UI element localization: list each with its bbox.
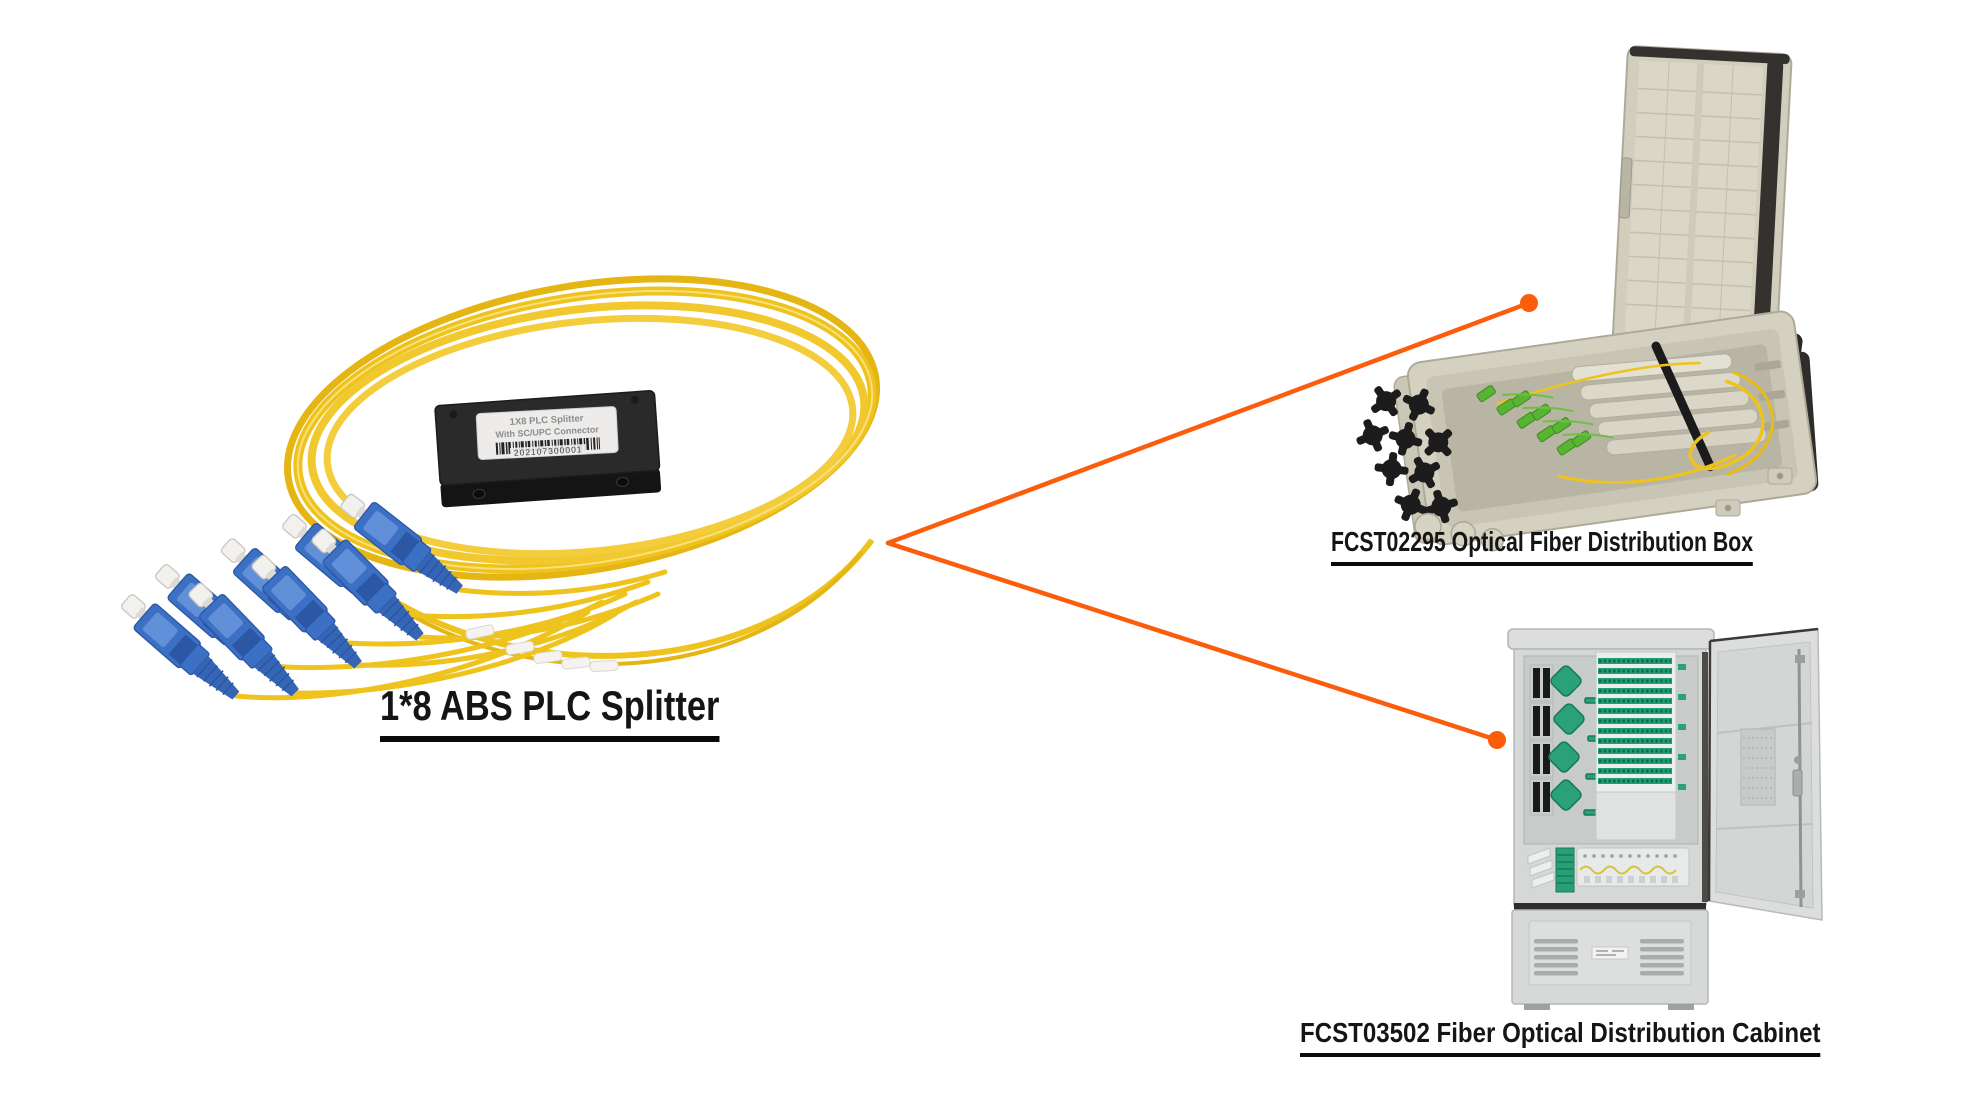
cabinet-bottom-compartment: [1511, 909, 1709, 1010]
door-mesh: [1740, 728, 1776, 806]
splitter-box-serial: 202107300001: [514, 444, 583, 458]
door-hinge-gap: [1702, 652, 1708, 902]
callout-dot-distribution-box: [1520, 294, 1538, 312]
splitter-box-label: 1X8 PLC Splitter With SC/UPC Connector 2…: [475, 406, 619, 460]
heat-shrink-sleeves: [465, 624, 619, 673]
splitter-caption: 1*8 ABS PLC Splitter: [380, 683, 720, 743]
callout-dot-cabinet: [1488, 731, 1506, 749]
apc-connectors: [1476, 385, 1592, 456]
cabinet-caption: FCST03502 Fiber Optical Distribution Cab…: [1300, 1018, 1821, 1058]
cabinet-divider: [1514, 903, 1706, 910]
fiber-spools: [1548, 665, 1603, 816]
vent-grille-left: [1534, 939, 1578, 976]
splice-area: [1527, 847, 1690, 893]
distribution-box-caption: FCST02295 Optical Fiber Distribution Box: [1331, 527, 1754, 567]
splitter-abs-box: 1X8 PLC Splitter With SC/UPC Connector 2…: [434, 390, 662, 508]
distribution-cabinet-illustration: [1507, 627, 1823, 1010]
vent-grille-right: [1640, 939, 1684, 976]
cabinet-door: [1707, 627, 1823, 921]
door-handle: [1792, 769, 1803, 797]
splice-tray-stack: [1571, 353, 1767, 456]
callout-line-to-cabinet: [885, 540, 1500, 743]
callout-lines: [885, 294, 1538, 749]
plc-splitter-illustration: 1X8 PLC Splitter With SC/UPC Connector 2…: [114, 275, 881, 710]
cabinet-top-cap: [1507, 628, 1715, 650]
cabinet-nameplate: [1591, 946, 1629, 960]
callout-line-to-distribution-box: [885, 300, 1532, 546]
box-base: [1356, 310, 1818, 552]
apc-fiber-tails: [1502, 393, 1614, 439]
sc-connector-fan: [114, 485, 471, 710]
adapter-panel: [1595, 651, 1686, 841]
fiber-distribution-box-illustration: [1356, 45, 1819, 552]
mount-tabs: [1715, 467, 1793, 517]
splitter-box-label-line1: 1X8 PLC Splitter: [509, 413, 584, 428]
box-lid: [1611, 45, 1793, 359]
cable-glands: [1356, 386, 1505, 552]
